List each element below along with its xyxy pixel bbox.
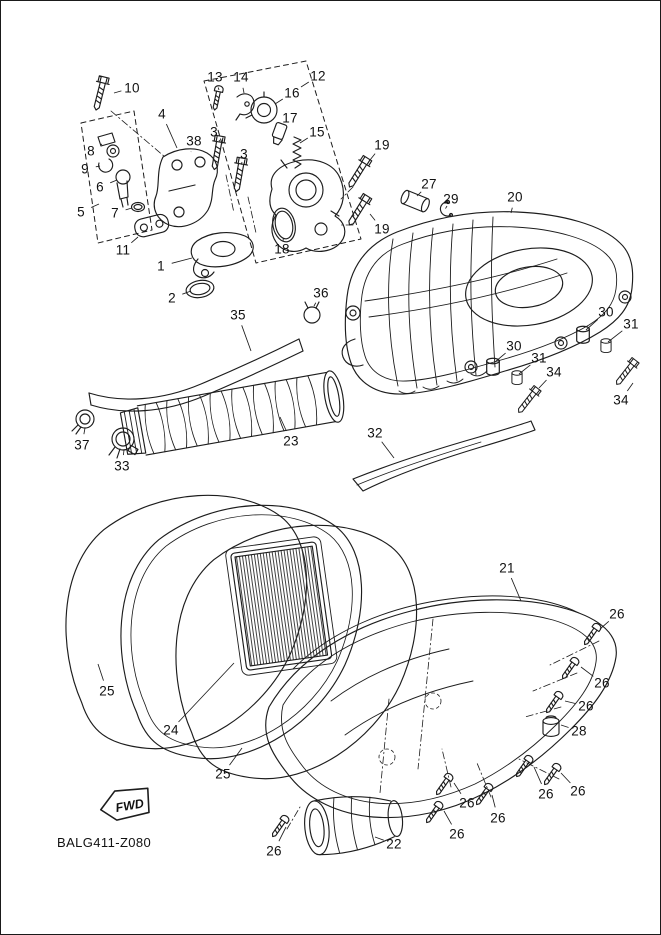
part-cover-21 <box>265 595 617 819</box>
fwd-label: FWD <box>115 796 145 815</box>
part-bracket-38 <box>153 148 218 228</box>
part-clamp-37 <box>71 409 95 435</box>
part-fuel-joint-8 <box>97 132 120 158</box>
part-throttle-cap-16 <box>245 91 278 124</box>
part-screw-13 <box>209 84 225 112</box>
part-oring-7 <box>130 201 146 213</box>
part-clamp-36 <box>303 301 321 324</box>
part-seal-32 <box>352 420 536 492</box>
part-clip-9 <box>98 158 114 173</box>
part-gasket-2 <box>185 279 215 299</box>
part-duct-23 <box>119 370 345 456</box>
part-cover-mid <box>107 494 379 768</box>
part-bolt-34-mid <box>513 384 543 417</box>
part-injector-6 <box>115 169 131 208</box>
part-plate-11 <box>134 213 170 238</box>
part-manifold-1 <box>190 231 254 279</box>
part-sensor-17 <box>271 121 288 146</box>
part-joint-27 <box>400 189 430 213</box>
fwd-marker: FWD <box>99 787 150 821</box>
detail-box-throttle-12 <box>203 60 362 264</box>
part-clamp-33 <box>108 427 139 459</box>
part-air-cleaner-case-20 <box>341 211 634 395</box>
detail-box-injector <box>80 110 153 244</box>
diagram-code: BALG411-Z080 <box>57 835 152 850</box>
leader-lines <box>83 81 634 842</box>
part-oring-18 <box>272 207 296 243</box>
part-bolt-34-right <box>611 356 641 389</box>
part-bolt-10 <box>89 74 112 113</box>
part-filter-24 <box>225 536 338 676</box>
part-duct-22 <box>304 796 404 856</box>
part-spring-15 <box>292 136 302 169</box>
part-grommet-28 <box>542 715 560 737</box>
part-hose-35 <box>88 338 304 412</box>
alignment-lines <box>110 110 600 830</box>
part-collars-30-31-right <box>576 325 612 354</box>
part-throttle-body <box>269 159 346 252</box>
part-clip-29 <box>439 199 454 218</box>
